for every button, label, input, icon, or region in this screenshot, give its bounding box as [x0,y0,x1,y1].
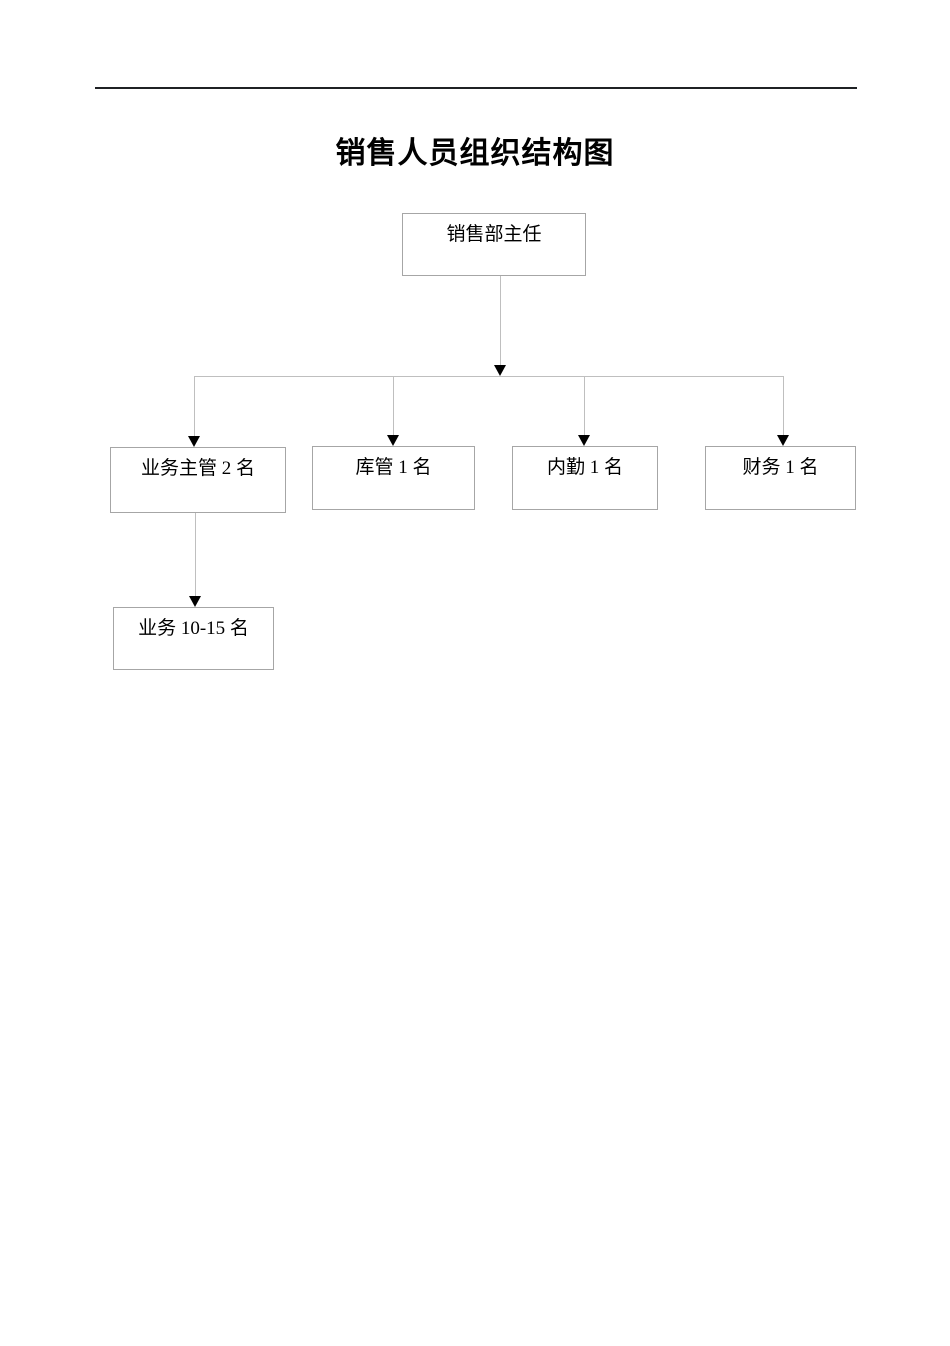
page-title: 销售人员组织结构图 [335,137,615,171]
connector-drop-warehouse-keeper [393,377,394,436]
arrowhead-to-office-clerk [578,435,590,446]
connector-drop-salesperson [195,513,196,597]
arrowhead-to-business-supervisor [188,436,200,447]
arrowhead-to-salesperson [189,596,201,607]
org-node-salesperson[interactable]: 业务 10-15 名 [113,607,274,670]
org-node-business-supervisor[interactable]: 业务主管 2 名 [110,447,286,513]
org-node-finance[interactable]: 财务 1 名 [705,446,856,510]
org-node-sales-director[interactable]: 销售部主任 [402,213,586,276]
connector-distribution-bus [194,376,784,377]
arrowhead-root-to-bus [494,365,506,376]
connector-drop-business-supervisor [194,377,195,437]
header-divider-rule [95,87,857,89]
connector-drop-finance [783,377,784,436]
org-node-office-clerk[interactable]: 内勤 1 名 [512,446,658,510]
org-chart: 销售部主任 业务主管 2 名 库管 1 名 内勤 1 名 财务 1 名 业务 1… [110,213,856,670]
arrowhead-to-finance [777,435,789,446]
connector-root-stem [500,276,501,366]
connector-drop-office-clerk [584,377,585,436]
arrowhead-to-warehouse-keeper [387,435,399,446]
org-node-warehouse-keeper[interactable]: 库管 1 名 [312,446,475,510]
